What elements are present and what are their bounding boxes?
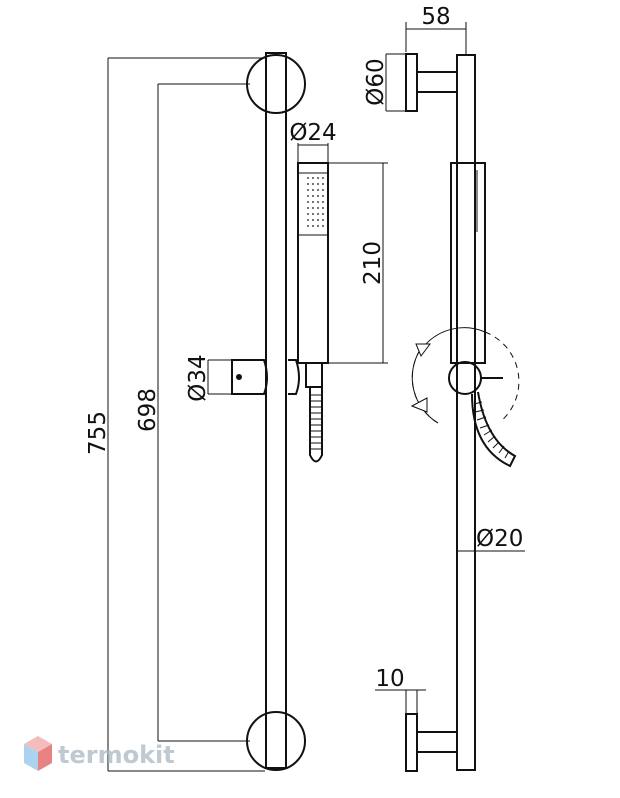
- side-hose: [471, 391, 517, 468]
- dimension-10: 10: [375, 666, 426, 714]
- dimension-58: 58: [405, 4, 467, 54]
- dim-10-label: 10: [375, 666, 404, 692]
- rotation-arc: [411, 331, 520, 424]
- dim-d34-label: Ø34: [185, 354, 211, 401]
- dimension-d34: Ø34: [185, 354, 232, 402]
- side-bottom-flange: [405, 713, 418, 772]
- rail: [265, 52, 287, 769]
- bottom-wall-flange: [246, 711, 306, 771]
- slider-screw: [236, 374, 242, 380]
- dim-d60-label: Ø60: [363, 58, 389, 105]
- dim-d24-label: Ø24: [289, 120, 336, 146]
- dimension-210: 210: [328, 162, 388, 364]
- hose: [309, 387, 323, 463]
- watermark-text: termokit: [58, 741, 175, 769]
- dim-698-label: 698: [135, 388, 161, 432]
- rotate-arrow-down-icon: [410, 397, 428, 413]
- dimension-755: 755: [85, 57, 265, 772]
- dim-58-label: 58: [421, 4, 450, 30]
- top-wall-flange: [246, 54, 306, 114]
- dimension-698: 698: [135, 83, 250, 742]
- side-top-flange: [405, 53, 418, 112]
- side-slider: [448, 361, 482, 395]
- side-rail: [456, 54, 476, 771]
- side-view: 58 Ø60 Ø20 10: [363, 4, 525, 772]
- dimension-d60: Ø60: [363, 53, 406, 112]
- dim-755-label: 755: [85, 411, 111, 455]
- dim-d20-label: Ø20: [476, 526, 523, 552]
- slider: [231, 359, 268, 395]
- front-view: 755 698 Ø34 Ø24 210: [85, 52, 388, 772]
- dimension-d24: Ø24: [289, 120, 337, 163]
- dim-210-label: 210: [360, 241, 386, 285]
- rotate-arrow-up-icon: [415, 343, 431, 357]
- cube-logo-icon: [24, 736, 52, 771]
- dimension-d20: Ø20: [457, 526, 525, 552]
- watermark: termokit: [24, 736, 175, 771]
- hand-shower: [297, 162, 329, 388]
